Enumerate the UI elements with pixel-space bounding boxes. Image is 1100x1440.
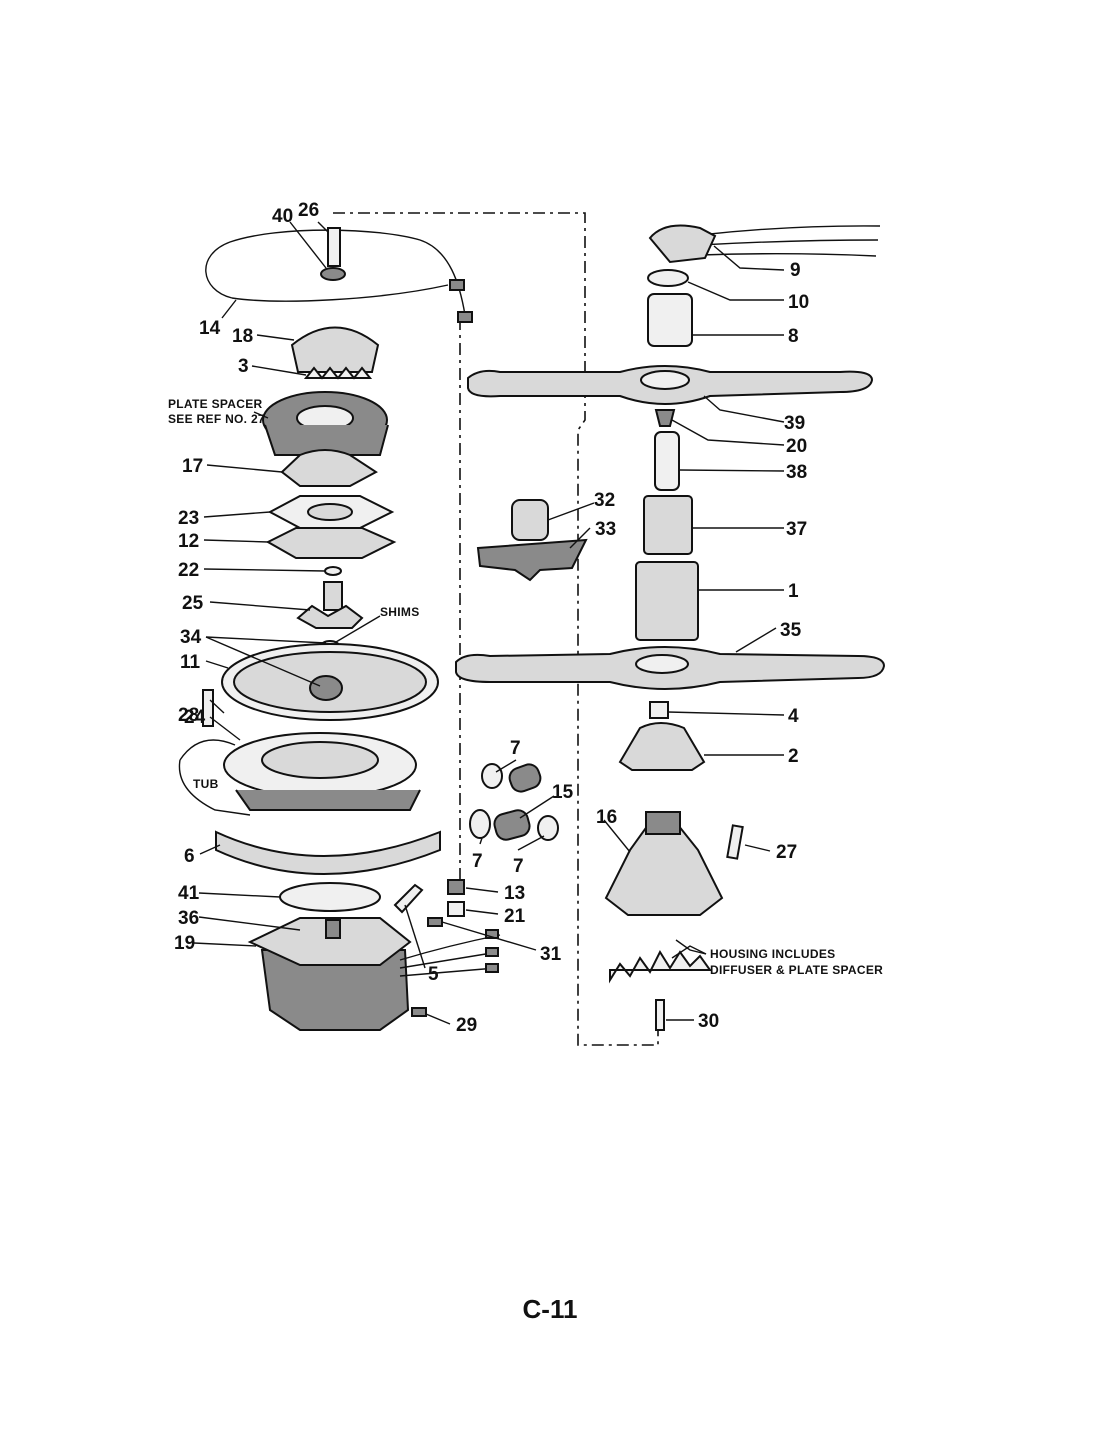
water-inlet	[648, 224, 717, 264]
screw	[411, 1007, 427, 1017]
label-16: 16	[596, 807, 617, 828]
mounting-ring	[215, 830, 441, 875]
leader-lines	[193, 221, 785, 1025]
connector-lines	[333, 212, 659, 1046]
label-7b: 7	[472, 851, 483, 872]
hose-clamp	[469, 809, 491, 839]
bolt	[202, 689, 214, 727]
label-15: 15	[552, 782, 574, 803]
label-37: 37	[786, 519, 807, 540]
motor-cover	[279, 882, 381, 912]
label-2: 2	[788, 746, 799, 767]
label-34: 34	[180, 627, 202, 648]
pump-housing	[604, 824, 724, 916]
upper-arm-hub	[647, 293, 693, 347]
label-5: 5	[428, 964, 439, 985]
note-housing-2: DIFFUSER & PLATE SPACER	[710, 963, 883, 977]
label-7c: 7	[513, 856, 524, 877]
label-28: 28	[178, 705, 199, 726]
cap	[290, 326, 380, 373]
label-19: 19	[174, 933, 195, 954]
hose-group	[469, 499, 588, 841]
label-39: 39	[784, 413, 805, 434]
washer	[320, 267, 346, 281]
plug	[447, 879, 465, 895]
label-40: 40	[272, 206, 293, 227]
label-6: 6	[184, 846, 195, 867]
label-18: 18	[232, 326, 253, 347]
o-ring	[324, 566, 342, 576]
label-27: 27	[776, 842, 797, 863]
label-41: 41	[178, 883, 200, 904]
tub-outline	[178, 739, 251, 816]
label-38: 38	[786, 462, 807, 483]
label-35: 35	[780, 620, 802, 641]
hose	[493, 809, 531, 841]
seal-ring	[647, 269, 689, 287]
label-7a: 7	[510, 738, 521, 759]
label-13: 13	[504, 883, 525, 904]
wire-harness	[205, 229, 466, 316]
label-25: 25	[182, 593, 204, 614]
spray-arm-support	[618, 722, 706, 771]
label-33: 33	[595, 519, 616, 540]
label-26: 26	[298, 200, 319, 221]
bearing	[511, 499, 549, 541]
note-shims: SHIMS	[380, 605, 420, 619]
diagram-notes: PLATE SPACER SEE REF NO. 27 SHIMS TUB HO…	[168, 397, 883, 977]
bracket	[476, 538, 588, 582]
label-12: 12	[178, 531, 199, 552]
hose-clamp	[537, 815, 559, 841]
note-plate-spacer-2: SEE REF NO. 27	[168, 412, 265, 426]
tower-section	[643, 495, 693, 555]
label-3: 3	[238, 356, 249, 377]
label-21: 21	[504, 906, 526, 927]
arm-bearing	[649, 701, 669, 719]
clamp	[393, 883, 424, 914]
label-30: 30	[698, 1011, 719, 1032]
label-14: 14	[199, 318, 221, 339]
left-assembly	[178, 227, 501, 1031]
impeller	[296, 604, 364, 629]
label-23: 23	[178, 508, 199, 529]
label-1: 1	[788, 581, 799, 602]
label-31: 31	[540, 944, 562, 965]
label-24: 24	[184, 707, 206, 728]
upper-tube	[654, 431, 680, 491]
diffuser	[609, 949, 712, 984]
label-20: 20	[786, 436, 807, 457]
label-4: 4	[788, 706, 799, 727]
label-9: 9	[790, 260, 801, 281]
note-plate-spacer-1: PLATE SPACER	[168, 397, 263, 411]
plug	[447, 901, 465, 917]
chopper-blade	[303, 366, 373, 380]
tower	[635, 561, 699, 641]
label-22: 22	[178, 560, 199, 581]
hose	[508, 763, 542, 793]
note-tub: TUB	[193, 777, 219, 791]
right-assembly	[455, 224, 886, 1031]
label-29: 29	[456, 1015, 477, 1036]
nozzle-nut	[654, 409, 676, 427]
filter-cap	[280, 449, 378, 487]
note-housing-1: HOUSING INCLUDES	[710, 947, 835, 961]
label-17: 17	[182, 456, 203, 477]
label-36: 36	[178, 908, 199, 929]
label-10: 10	[788, 292, 809, 313]
screw	[427, 917, 443, 927]
bolt	[726, 824, 744, 860]
seal-plate	[265, 527, 397, 559]
part-labels: 26 40 14 18 3 17 23 12 22 25 34 11 28 24…	[174, 200, 809, 1036]
hose-clamp	[481, 763, 503, 789]
page-reference: C-11	[522, 1294, 578, 1324]
motor	[260, 949, 410, 1031]
label-8: 8	[788, 326, 799, 347]
label-32: 32	[594, 490, 615, 511]
screw	[655, 999, 665, 1031]
screw	[327, 227, 341, 267]
label-11: 11	[180, 652, 201, 673]
